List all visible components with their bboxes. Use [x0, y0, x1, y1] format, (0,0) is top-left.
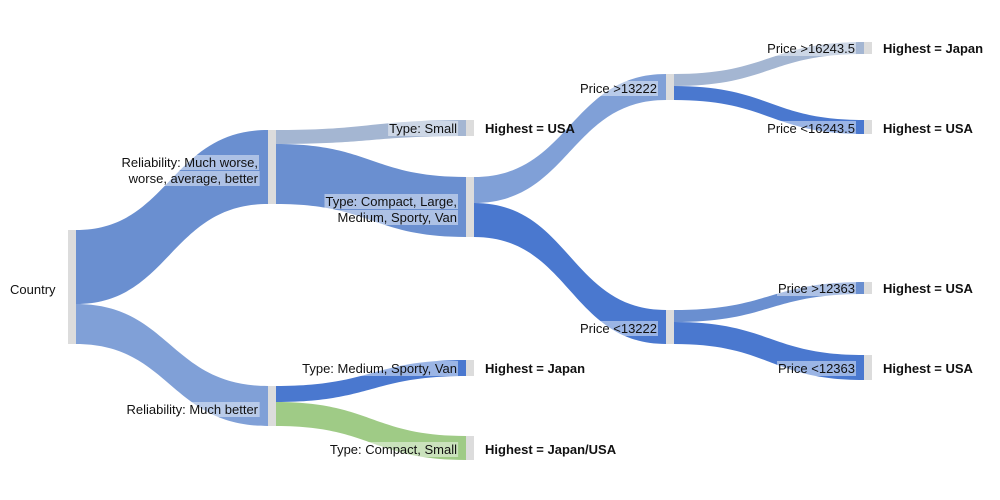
label-background — [766, 41, 856, 56]
label-background — [120, 155, 259, 170]
result-type-cs: Highest = Japan/USA — [485, 442, 617, 457]
result-type-small: Highest = USA — [485, 121, 576, 136]
node-price-gt-13222 — [666, 74, 674, 100]
label-type-msv: Type: Medium, Sporty, Van — [302, 361, 457, 376]
link-price-gt-13222-to-gt-16243 — [674, 42, 864, 86]
link-rel-better-to-type-cs — [276, 402, 466, 460]
node-type-cs — [466, 436, 474, 460]
label-background — [777, 361, 856, 376]
label-price-gt-13222: Price >13222 — [580, 81, 657, 96]
label-background — [766, 121, 856, 136]
link-rel-worse-to-type-small — [276, 120, 466, 144]
label-background — [328, 442, 459, 457]
label-rel-worse-line1: Reliability: Much worse, — [121, 155, 258, 170]
label-background — [777, 281, 856, 296]
label-background — [324, 194, 458, 209]
label-price-lt-16243: Price <16243.5 — [767, 121, 855, 136]
result-price-lt-16243: Highest = USA — [883, 121, 974, 136]
result-type-msv: Highest = Japan — [485, 361, 585, 376]
label-type-compact-line1: Type: Compact, Large, — [325, 194, 457, 209]
result-labels: Highest = USA Highest = Japan Highest = … — [485, 41, 983, 457]
link-country-to-rel-better — [76, 304, 268, 426]
label-price-gt-12363: Price >12363 — [778, 281, 855, 296]
label-type-cs: Type: Compact, Small — [330, 442, 457, 457]
link-price-gt-13222-to-lt-16243 — [674, 86, 864, 134]
label-background — [579, 321, 658, 336]
node-type-compact — [466, 177, 474, 237]
node-price-gt-12363 — [864, 282, 872, 294]
link-country-to-rel-worse — [76, 130, 268, 304]
node-type-small — [466, 120, 474, 136]
label-price-gt-16243: Price >16243.5 — [767, 41, 855, 56]
label-country: Country — [10, 282, 56, 297]
result-price-gt-16243: Highest = Japan — [883, 41, 983, 56]
node-rel-better — [268, 386, 276, 426]
label-rel-worse-line2: worse, average, better — [128, 171, 259, 186]
link-price-lt-13222-to-gt-12363 — [674, 282, 864, 322]
label-background — [579, 81, 658, 96]
label-background — [336, 210, 458, 225]
label-background — [388, 121, 459, 136]
node-country — [68, 230, 76, 344]
links — [76, 42, 864, 460]
label-type-compact-line2: Medium, Sporty, Van — [338, 210, 457, 225]
label-price-lt-13222: Price <13222 — [580, 321, 657, 336]
label-background — [126, 171, 260, 186]
node-labels: Country Reliability: Much worse, worse, … — [9, 41, 856, 457]
node-price-lt-12363 — [864, 355, 872, 380]
result-price-lt-12363: Highest = USA — [883, 361, 974, 376]
link-rel-better-to-type-msv — [276, 360, 466, 402]
label-rel-better: Reliability: Much better — [127, 402, 259, 417]
link-price-lt-13222-to-lt-12363 — [674, 322, 864, 380]
node-rel-worse — [268, 130, 276, 204]
result-price-gt-12363: Highest = USA — [883, 281, 974, 296]
label-price-lt-12363: Price <12363 — [778, 361, 855, 376]
node-price-lt-13222 — [666, 310, 674, 344]
link-rel-worse-to-type-compact — [276, 144, 466, 237]
label-type-small: Type: Small — [389, 121, 457, 136]
label-background — [301, 361, 458, 376]
node-price-gt-16243 — [864, 42, 872, 54]
link-type-compact-to-price-gt-13222 — [474, 74, 666, 203]
node-type-msv — [466, 360, 474, 376]
node-price-lt-16243 — [864, 120, 872, 134]
nodes — [68, 42, 872, 460]
label-background — [125, 402, 260, 417]
label-background — [9, 282, 58, 297]
link-type-compact-to-price-lt-13222 — [474, 203, 666, 344]
